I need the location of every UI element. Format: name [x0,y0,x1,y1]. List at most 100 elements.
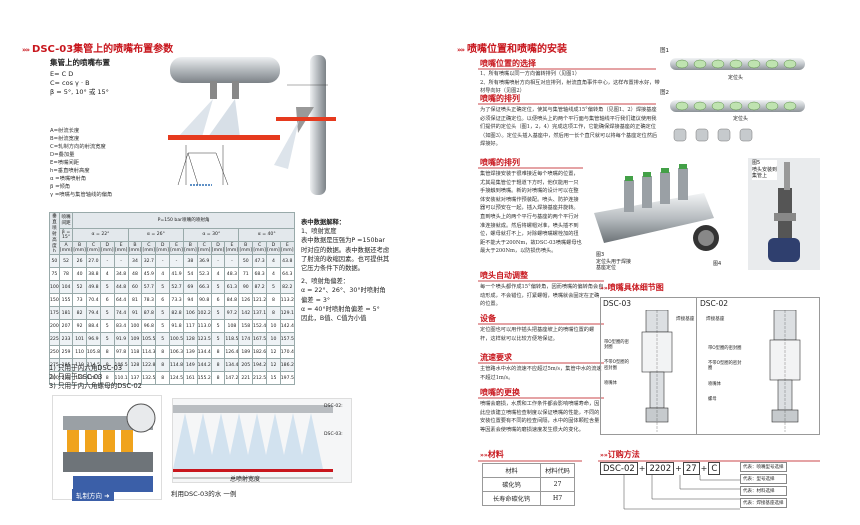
th-sub-c: C [mm] [141,240,157,256]
table-cell: 121.2 [252,293,268,307]
table-cell: 100.5 [168,332,185,346]
th-sub-a: A [mm] [58,240,74,256]
table-cell: 147.2 [224,371,240,385]
table-cell: 94 [183,293,198,307]
order-leader-lines [623,475,740,510]
s3-text: 集管焊接安装于很难接近每个喷嘴的位置，尤其是集管位于辊道下方时，他仅能用一只手接… [480,171,582,255]
table-cell: 113.0 [196,319,212,333]
figure-1-2 [670,58,805,112]
table-cell: 50 [49,254,60,268]
table-cell: 8 [210,358,226,372]
table-cell: - [113,254,129,268]
order-model: DSC-02 [600,462,638,475]
table-cell: 90.8 [196,293,212,307]
table-cell: 32.7 [141,254,157,268]
table-cell: 205 [238,358,253,372]
table-cell: 142 [238,306,253,320]
table-cell: 108 [224,319,240,333]
table-cell: 4 [210,267,226,281]
table-cell: 83.4 [113,319,129,333]
table-cell: 4 [100,267,115,281]
table-cell: 167.5 [252,332,268,346]
pipe-spray-diagram [168,55,336,195]
table-cell: 113.2 [279,293,295,307]
table-cell: 12 [266,345,281,359]
legend-list: A=射流长度 B=射流宽度 C=轧制方向的射流宽度 D=叠加量 E=喷嘴间距 h… [50,128,113,198]
th-sub-b: B [mm] [238,240,253,256]
s5-text: 定位图也可以用作插头把基座坡上的喷嘴位置的螺杆，这样就可以比较方便地保证。 [480,327,595,342]
fittings-row [672,125,782,145]
table-cell: 132.5 [141,371,157,385]
table-cell: 38.8 [85,267,102,281]
table-cell: 6 [210,293,226,307]
arrow-icon: »» [457,46,465,54]
s4-text: 每一个喷头都作成15°偏转角，因而喷嘴的偏转角会自动形成，不会错位，打紧螺帽，喷… [480,284,604,308]
s3-line [478,167,583,169]
table-cell: 225 [49,332,60,346]
table-cell: 5 [210,306,226,320]
table-cell: - [168,254,185,268]
table-cell: 106 [183,306,198,320]
table-cell: 69 [183,280,198,294]
material-line [478,460,582,462]
table-cell: 100 [49,280,60,294]
table-cell: 300 [49,371,60,385]
table-cell: 10 [266,332,281,346]
table-cell: - [155,254,170,268]
dsc02-section-drawing [769,310,801,432]
table-cell: 4 [266,254,281,268]
table-cell: 88.4 [85,319,102,333]
table-cell: 109 [127,332,143,346]
th-sub-d: D [mm] [266,240,281,256]
table-cell: 8 [155,345,170,359]
table-cell: 117 [183,319,198,333]
th-pitch: 喷嘴间距 [58,212,74,229]
s1-title: 喷嘴位置的选择 [480,59,536,68]
table-cell: 68.3 [252,267,268,281]
table-cell: 15 [266,371,281,385]
table-cell: 43.8 [279,254,295,268]
th-sub-e: E [mm] [113,240,129,256]
table-cell: 114.3 [141,345,157,359]
table-cell: 106.3 [168,345,185,359]
order-label-list: 代表：喷嘴型号选择 代表：型号选择 代表：材料选择 代表：焊接基座选择 [740,462,787,508]
table-cell: 233 [58,332,74,346]
th-sub-b: B [mm] [183,240,198,256]
table-cell: 122.8 [141,358,157,372]
table-cell: 142.4 [279,319,295,333]
table-cell: 5 [100,332,115,346]
fig-label-2: 图2 [660,90,669,96]
order-line [598,460,820,462]
table-cell: 123.5 [196,332,212,346]
table-cell: 96.9 [85,332,102,346]
left-subtitle: 集管上的喷嘴布置 [50,58,110,67]
s6-title: 流速要求 [480,353,512,362]
table-cell: 124.5 [168,371,185,385]
fig-caption-2: 定位头 [733,116,749,122]
table-cell: 175 [49,306,60,320]
table-cell: 8 [100,345,115,359]
table-cell: 52.3 [196,267,212,281]
detail-dsc03-title: DSC-03 [603,299,632,308]
table-cell: 6 [100,293,115,307]
table-cell: 34 [127,254,143,268]
table-cell: 101 [72,332,87,346]
s4-title: 喷头自动调整 [480,271,528,280]
right-section-title: »»喷嘴位置和喷嘴的安装 [457,44,568,55]
table-cell: 5 [155,332,170,346]
table-cell: 91 [127,306,143,320]
dsc03-section-drawing [641,310,673,432]
table-cell: 186.2 [279,358,295,372]
table-cell: 134.4 [224,358,240,372]
fig-caption-3: 图3 定位头用于焊接 基座定位 [596,252,632,271]
th-sub-e: E [mm] [168,240,185,256]
order-title: »»订购方法 [600,450,640,459]
table-cell: 137.1 [252,306,268,320]
th-sub-c: C [mm] [85,240,102,256]
table-cell: 8 [266,293,281,307]
